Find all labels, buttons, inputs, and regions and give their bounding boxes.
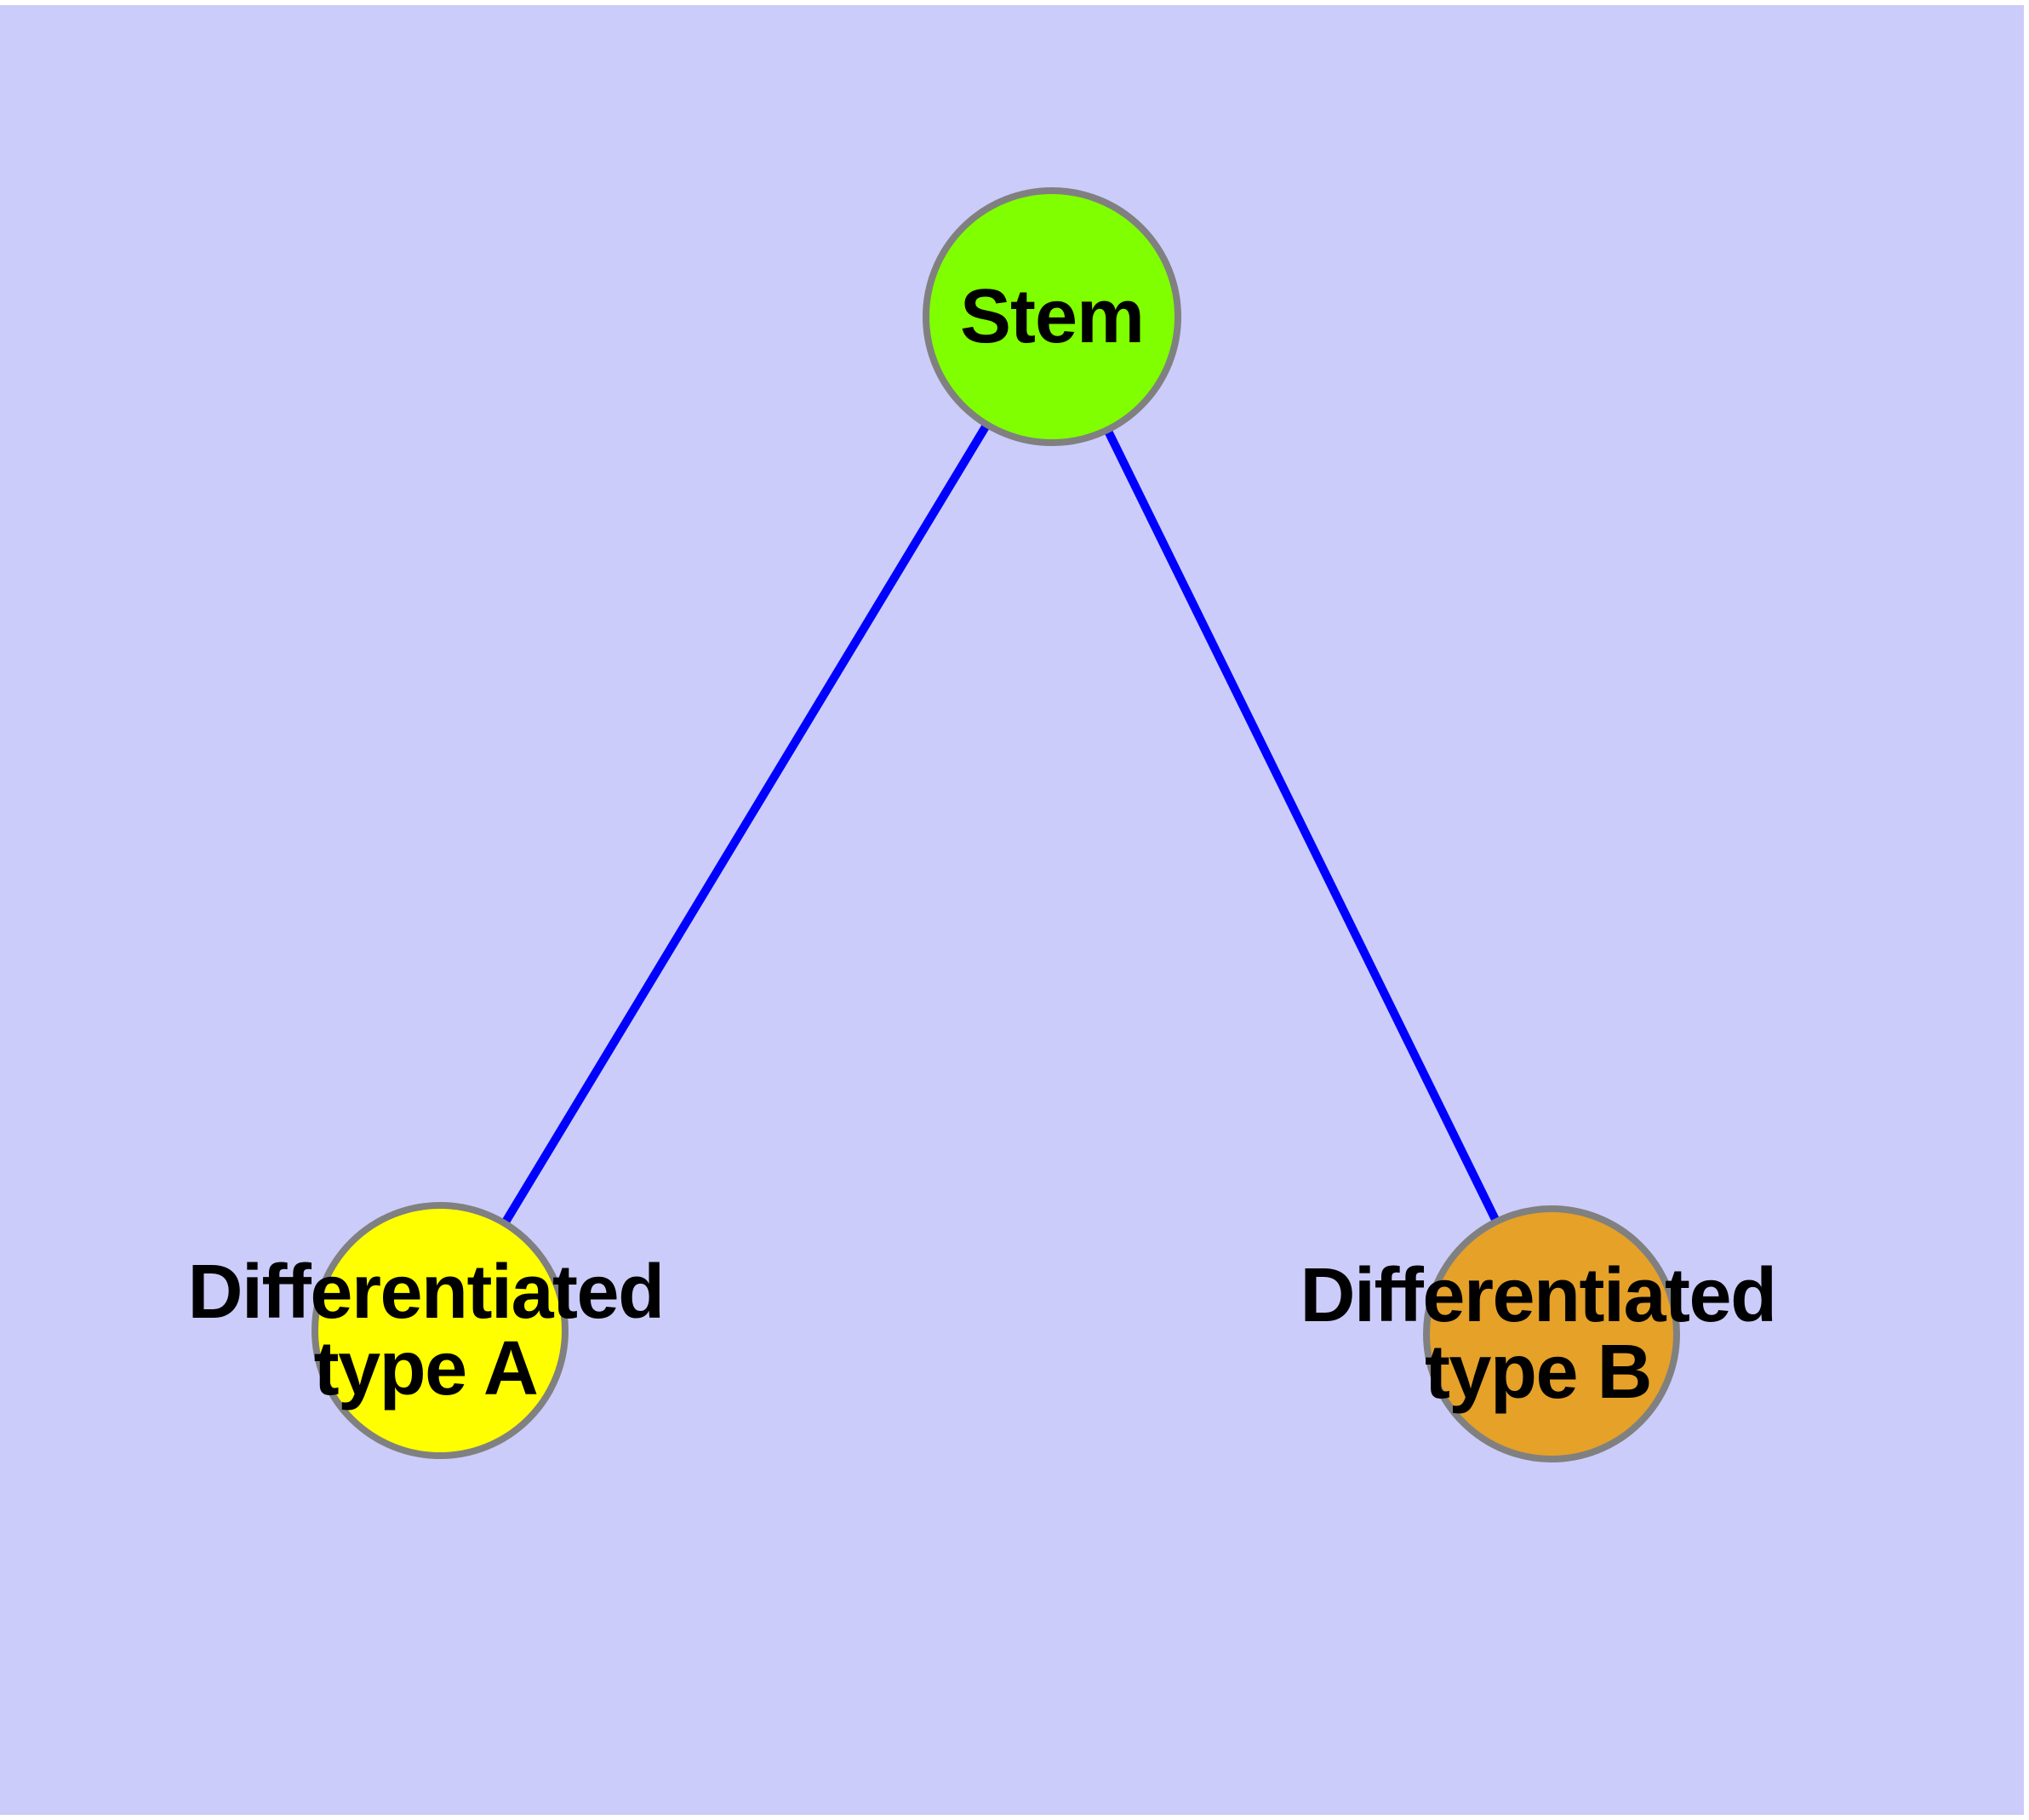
edge-layer [496,415,1505,1233]
node-differentiated-type-a[interactable] [311,1202,569,1459]
node-stem[interactable] [923,187,1181,446]
edge-stem-to-differentiated-type-a[interactable] [496,415,995,1233]
diagram-plot-area: Stem Differentiated type A Differentiate… [0,5,2024,1815]
node-layer [311,187,1680,1462]
graph-svg [311,187,1680,1462]
node-differentiated-type-b[interactable] [1423,1205,1680,1462]
edge-stem-to-differentiated-type-b[interactable] [1100,420,1505,1232]
